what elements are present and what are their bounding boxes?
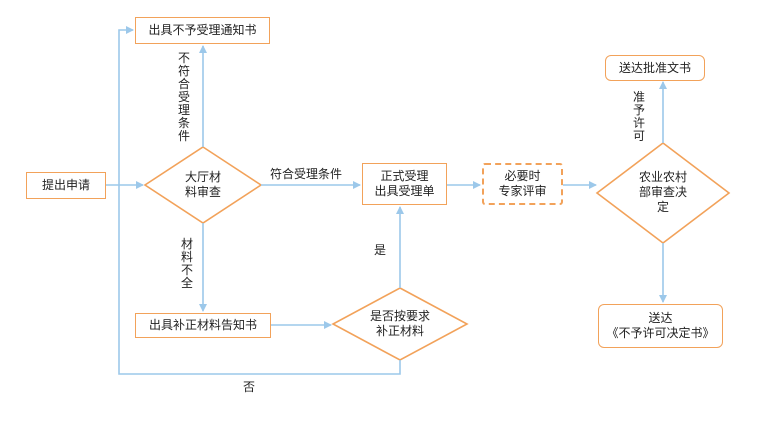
- supplement-notice-label: 出具补正材料告知书: [148, 318, 257, 332]
- supplement-notice-node: 出具补正材料告知书: [135, 313, 271, 338]
- formal-accept-node: 正式受理 出具受理单: [362, 163, 447, 205]
- supplement-check-label: 是否按要求 补正材料: [369, 309, 430, 338]
- incomplete-label: 材料不全: [180, 237, 193, 290]
- no-label: 否: [243, 380, 256, 394]
- deliver-approval-label: 送达批准文书: [618, 60, 691, 75]
- formal-accept-label: 正式受理 出具受理单: [374, 169, 435, 198]
- ministry-review-label: 农业农村 部审查决 定: [638, 170, 687, 214]
- hall-review-label: 大厅材 料审查: [184, 170, 221, 199]
- apply-node: 提出申请: [26, 172, 106, 199]
- not-meet-label: 不符合受理条件: [177, 51, 190, 143]
- yes-label: 是: [374, 243, 387, 257]
- meet-label: 符合受理条件: [270, 167, 343, 181]
- reject-notice-label: 出具不予受理通知书: [148, 23, 257, 37]
- deliver-denial-node: 送达 《不予许可决定书》: [598, 304, 723, 348]
- approve-label: 准予许可: [632, 90, 645, 143]
- deliver-approval-node: 送达批准文书: [605, 55, 705, 81]
- deliver-denial-label: 送达 《不予许可决定书》: [606, 311, 715, 340]
- expert-review-node: 必要时 专家评审: [482, 163, 563, 205]
- reject-notice-node: 出具不予受理通知书: [135, 17, 270, 44]
- arrow-check-no: [118, 26, 401, 375]
- apply-node-label: 提出申请: [41, 178, 90, 192]
- expert-review-label: 必要时 专家评审: [498, 169, 547, 198]
